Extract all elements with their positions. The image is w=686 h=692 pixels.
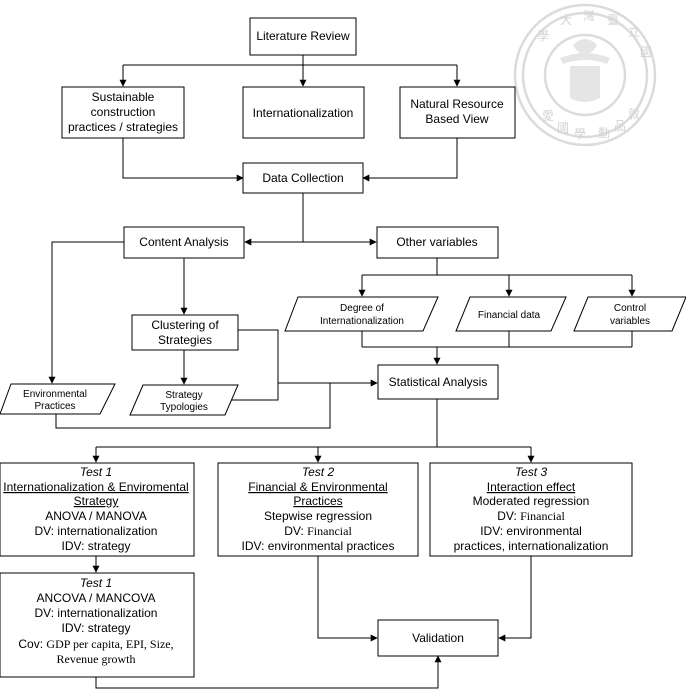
test1-ancova-box: Test 1 ANCOVA / MANCOVA DV: internationa… — [0, 572, 195, 678]
seal-char: 臺 — [607, 12, 619, 27]
environmental-practices-box: Environmental Practices — [0, 383, 116, 415]
degree-of-internationalization-box: Degree of Internationalization — [284, 296, 439, 332]
clustering-line-2: Strategies — [158, 333, 212, 347]
financial-data-box: Financial data — [455, 296, 567, 332]
seal-inner-char: 學 — [574, 127, 586, 141]
other-variables-label: Other variables — [396, 235, 477, 249]
literature-review-box: Literature Review — [249, 17, 357, 56]
content-analysis-box: Content Analysis — [123, 226, 245, 259]
env-line-1: Environmental — [23, 389, 87, 400]
control-line-2: variables — [610, 316, 650, 327]
test3-line-3: IDV: environmental — [480, 524, 582, 538]
test2-heading-2: Practices — [293, 494, 342, 508]
test1b-line-2: DV: internationalization — [35, 606, 158, 620]
test1b-cov-label: Cov: — [18, 637, 46, 651]
seal-inner-char: 敦 — [628, 106, 640, 121]
degree-line-2: Internationalization — [320, 316, 404, 327]
clustering-box: Clustering of Strategies — [131, 314, 239, 351]
seal-char: 大 — [560, 13, 572, 27]
env-line-2: Practices — [34, 401, 75, 412]
test1b-title: Test 1 — [80, 576, 112, 590]
test2-title: Test 2 — [302, 465, 335, 479]
data-collection-label: Data Collection — [262, 171, 343, 185]
nrbv-line-2: Based View — [425, 112, 488, 126]
test1a-line-3: IDV: strategy — [62, 539, 131, 553]
test3-box: Test 3 Interaction effect Moderated regr… — [429, 462, 633, 557]
internationalization-box: Internationalization — [242, 86, 365, 139]
test1b-cov-value-2: Revenue growth — [57, 652, 136, 666]
seal-char: 學 — [537, 29, 549, 43]
university-seal: 學 大 灣 臺 立 國 愛 國 學 勤 品 敦 — [513, 3, 657, 147]
test3-heading: Interaction effect — [487, 480, 576, 494]
sustainable-practices-box: Sustainable construction practices / str… — [61, 86, 185, 139]
test2-heading-1: Financial & Environmental — [248, 480, 387, 494]
test2-box: Test 2 Financial & Environmental Practic… — [217, 462, 419, 557]
nrbv-line-1: Natural Resource — [410, 97, 504, 111]
test3-dv-label: DV: — [497, 509, 520, 523]
test2-line-1: Stepwise regression — [264, 509, 372, 523]
sustainable-line-3: practices / strategies — [68, 120, 178, 134]
typologies-line-2: Typologies — [160, 402, 208, 413]
test1b-cov-value: GDP per capita, EPI, Size, — [46, 637, 173, 651]
seal-inner-char: 國 — [557, 121, 569, 135]
test1a-line-1: ANOVA / MANOVA — [45, 509, 147, 523]
seal-inner-char: 勤 — [598, 126, 610, 140]
sustainable-line-1: Sustainable — [92, 90, 155, 104]
test2-dv: DV: Financial — [284, 524, 352, 538]
test3-line-4: practices, internationalization — [454, 539, 609, 553]
other-variables-box: Other variables — [376, 226, 499, 259]
control-variables-box: Control variables — [573, 296, 686, 332]
test1b-line-1: ANCOVA / MANCOVA — [37, 591, 156, 605]
clustering-line-1: Clustering of — [151, 318, 219, 332]
literature-review-label: Literature Review — [256, 29, 350, 43]
test2-dv-value: Financial — [307, 524, 352, 538]
test1a-heading-1: Internationalization & Enviromental — [3, 480, 188, 494]
degree-line-1: Degree of — [340, 303, 384, 314]
test1a-heading-2: Strategy — [74, 494, 119, 508]
test2-dv-label: DV: — [284, 524, 307, 538]
test3-line-1: Moderated regression — [473, 494, 590, 508]
test1b-line-3: IDV: strategy — [62, 621, 131, 635]
nrbv-box: Natural Resource Based View — [399, 86, 516, 139]
typologies-line-1: Strategy — [165, 390, 202, 401]
validation-box: Validation — [377, 619, 499, 657]
strategy-typologies-box: Strategy Typologies — [129, 384, 239, 416]
test1b-cov: Cov: GDP per capita, EPI, Size, — [18, 637, 173, 651]
seal-inner-char: 愛 — [542, 109, 554, 123]
seal-char: 立 — [628, 24, 640, 39]
control-line-1: Control — [614, 303, 646, 314]
seal-inner-char: 品 — [614, 119, 626, 133]
test3-dv: DV: Financial — [497, 509, 565, 523]
content-analysis-label: Content Analysis — [139, 235, 228, 249]
sustainable-line-2: construction — [91, 105, 156, 119]
test1-anova-box: Test 1 Internationalization & Enviroment… — [0, 462, 195, 557]
data-collection-box: Data Collection — [242, 162, 364, 194]
seal-char: 國 — [640, 45, 652, 59]
test1a-title: Test 1 — [80, 465, 112, 479]
statistical-analysis-label: Statistical Analysis — [389, 375, 488, 389]
validation-label: Validation — [412, 631, 464, 645]
statistical-analysis-box: Statistical Analysis — [377, 364, 499, 400]
internationalization-label: Internationalization — [253, 106, 354, 120]
test1a-line-2: DV: internationalization — [35, 524, 158, 538]
seal-char: 灣 — [583, 9, 595, 23]
test3-dv-value: Financial — [520, 509, 565, 523]
financial-data-label: Financial data — [478, 310, 541, 321]
connectors — [48, 55, 636, 689]
test3-title: Test 3 — [515, 465, 548, 479]
test2-line-3: IDV: environmental practices — [242, 539, 395, 553]
